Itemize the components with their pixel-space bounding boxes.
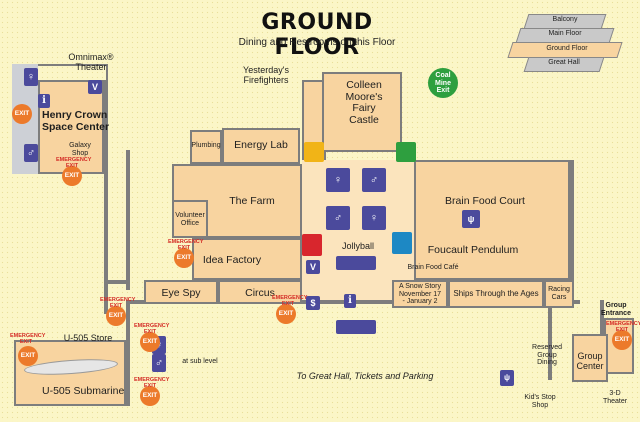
stairs-icon (304, 142, 324, 162)
corridor-wall (126, 300, 130, 406)
corridor-wall (570, 160, 574, 300)
u505-store-label: U-505 Store (63, 333, 113, 343)
volunteer-office-label: Volunteer Office (175, 212, 205, 227)
corridor-wall (126, 150, 130, 290)
ships-label: Ships Through the Ages (453, 289, 539, 298)
group-center-room[interactable] (572, 334, 608, 382)
eye-spy-label: Eye Spy (161, 287, 201, 299)
emergency-exit-marker[interactable]: EXIT (140, 386, 160, 406)
emergency-exit-label: EMERGENCY EXIT (100, 297, 136, 309)
corridor-wall (104, 284, 108, 314)
emergency-exit-label: EMERGENCY EXIT (272, 295, 308, 307)
stairs-icon (392, 232, 412, 254)
restroom-men-icon: ♂ (326, 206, 350, 230)
restroom-women-icon: ♀ (326, 168, 350, 192)
emergency-exit-marker[interactable]: EXIT (276, 304, 296, 324)
idea-factory-label: Idea Factory (202, 254, 262, 266)
group-center-label: Group Center (576, 351, 604, 371)
foucault-pendulum-label: Foucault Pendulum (427, 244, 519, 256)
coal-mine-exit-label: Coal Mine Exit (435, 72, 451, 95)
emergency-exit-label: EMERGENCY EXIT (56, 157, 92, 169)
circus-room[interactable] (218, 280, 302, 304)
henry-crown-label: Henry Crown Space Center (42, 109, 110, 133)
exit-marker[interactable]: EXIT (12, 104, 32, 124)
racing-cars-room[interactable] (544, 280, 574, 308)
emergency-exit-label: EMERGENCY EXIT (134, 323, 170, 335)
stairs-icon (396, 142, 416, 162)
emergency-exit-label: EMERGENCY EXIT (10, 333, 46, 345)
legend-level-label: Main Floor (548, 30, 582, 37)
emergency-exit-marker[interactable]: EXIT (106, 306, 126, 326)
stairs-icon (302, 234, 322, 256)
firefighters-label: Yesterday's Firefighters (243, 65, 289, 85)
atm-icon: $ (306, 296, 320, 310)
group-entrance-label: Group Entrance (601, 302, 631, 317)
legend-level-label: Ground Floor (546, 45, 588, 52)
restroom-men-icon: ♂ (24, 144, 38, 162)
restroom-women-icon: ♀ (362, 206, 386, 230)
circus-label: Circus (245, 287, 275, 299)
vending-icon: V (306, 260, 320, 274)
racing-cars-label: Racing Cars (548, 286, 570, 301)
legend-level-label: Great Hall (548, 59, 580, 66)
sub-level-label: at sub level (182, 358, 218, 365)
energy-lab-room[interactable] (222, 128, 300, 164)
vending-icon: V (88, 80, 102, 94)
emergency-exit-marker[interactable]: EXIT (612, 330, 632, 350)
corridor-wall (104, 280, 130, 284)
omnimax-theater-label: Omnimax® Theater (68, 52, 114, 72)
plumbing-label: Plumbing (191, 142, 221, 149)
theater-3d-label: 3-D Theater (602, 390, 628, 405)
information-icon: i (38, 94, 50, 108)
brain-food-cafe-label: Brain Food Café (407, 264, 459, 271)
corridor-wall (548, 300, 552, 380)
legend-level-label: Balcony (552, 16, 578, 23)
colleen-moore-fairy-castle-room[interactable] (322, 72, 402, 152)
emergency-exit-marker[interactable]: EXIT (62, 166, 82, 186)
emergency-exit-label: EMERGENCY EXIT (168, 239, 204, 251)
emergency-exit-label: EMERGENCY EXIT (134, 377, 170, 389)
the-farm-label: The Farm (229, 195, 275, 207)
information-icon: i (344, 294, 356, 308)
reserved-group-dining-label: Reserved Group Dining (532, 344, 562, 367)
ships-through-ages-room[interactable] (448, 280, 544, 308)
emergency-exit-marker[interactable]: EXIT (140, 332, 160, 352)
central-hall (302, 160, 420, 300)
brain-food-court-label: Brain Food Court (445, 195, 525, 207)
restroom-women-icon: ♀ (24, 68, 38, 86)
galaxy-shop-label: Galaxy Shop (69, 142, 91, 157)
volunteer-office-room[interactable] (172, 200, 208, 238)
brain-food-court-room[interactable] (414, 160, 570, 280)
restroom-men-icon: ♂ (362, 168, 386, 192)
snow-story-label: A Snow Story November 17 - January 2 (398, 283, 442, 306)
energy-lab-label: Energy Lab (234, 139, 288, 151)
snow-story-room[interactable] (392, 280, 448, 308)
escalator-icon (336, 320, 376, 334)
u505-submarine-label: U-505 Submarine (42, 385, 125, 397)
level-legend: Balcony Main Floor Ground Floor Great Ha… (500, 14, 630, 78)
corridor-wall (104, 80, 108, 280)
coal-mine-exit-marker[interactable] (428, 68, 458, 98)
kids-stop-shop-label: Kid's Stop Shop (524, 394, 556, 409)
emergency-exit-marker[interactable]: EXIT (18, 346, 38, 366)
eye-spy-room[interactable] (144, 280, 218, 304)
jollyball-label: Jollyball (341, 241, 374, 251)
colleen-moore-label: Colleen Moore's Fairy Castle (345, 79, 383, 126)
map-title: GROUND FLOOR (261, 10, 373, 60)
plumbing-room[interactable] (190, 130, 222, 164)
emergency-exit-marker[interactable]: EXIT (174, 248, 194, 268)
restroom-men-icon: ♂ (152, 354, 166, 372)
idea-factory-room[interactable] (192, 238, 302, 280)
great-hall-directions: To Great Hall, Tickets and Parking (296, 371, 434, 381)
map-subtitle: Dining and Restrooms on this Floor (238, 37, 396, 48)
emergency-exit-label: EMERGENCY EXIT (606, 321, 640, 333)
escalator-icon (336, 256, 376, 270)
food-service-icon: ψ (462, 210, 480, 228)
food-service-icon: ψ (500, 370, 514, 386)
